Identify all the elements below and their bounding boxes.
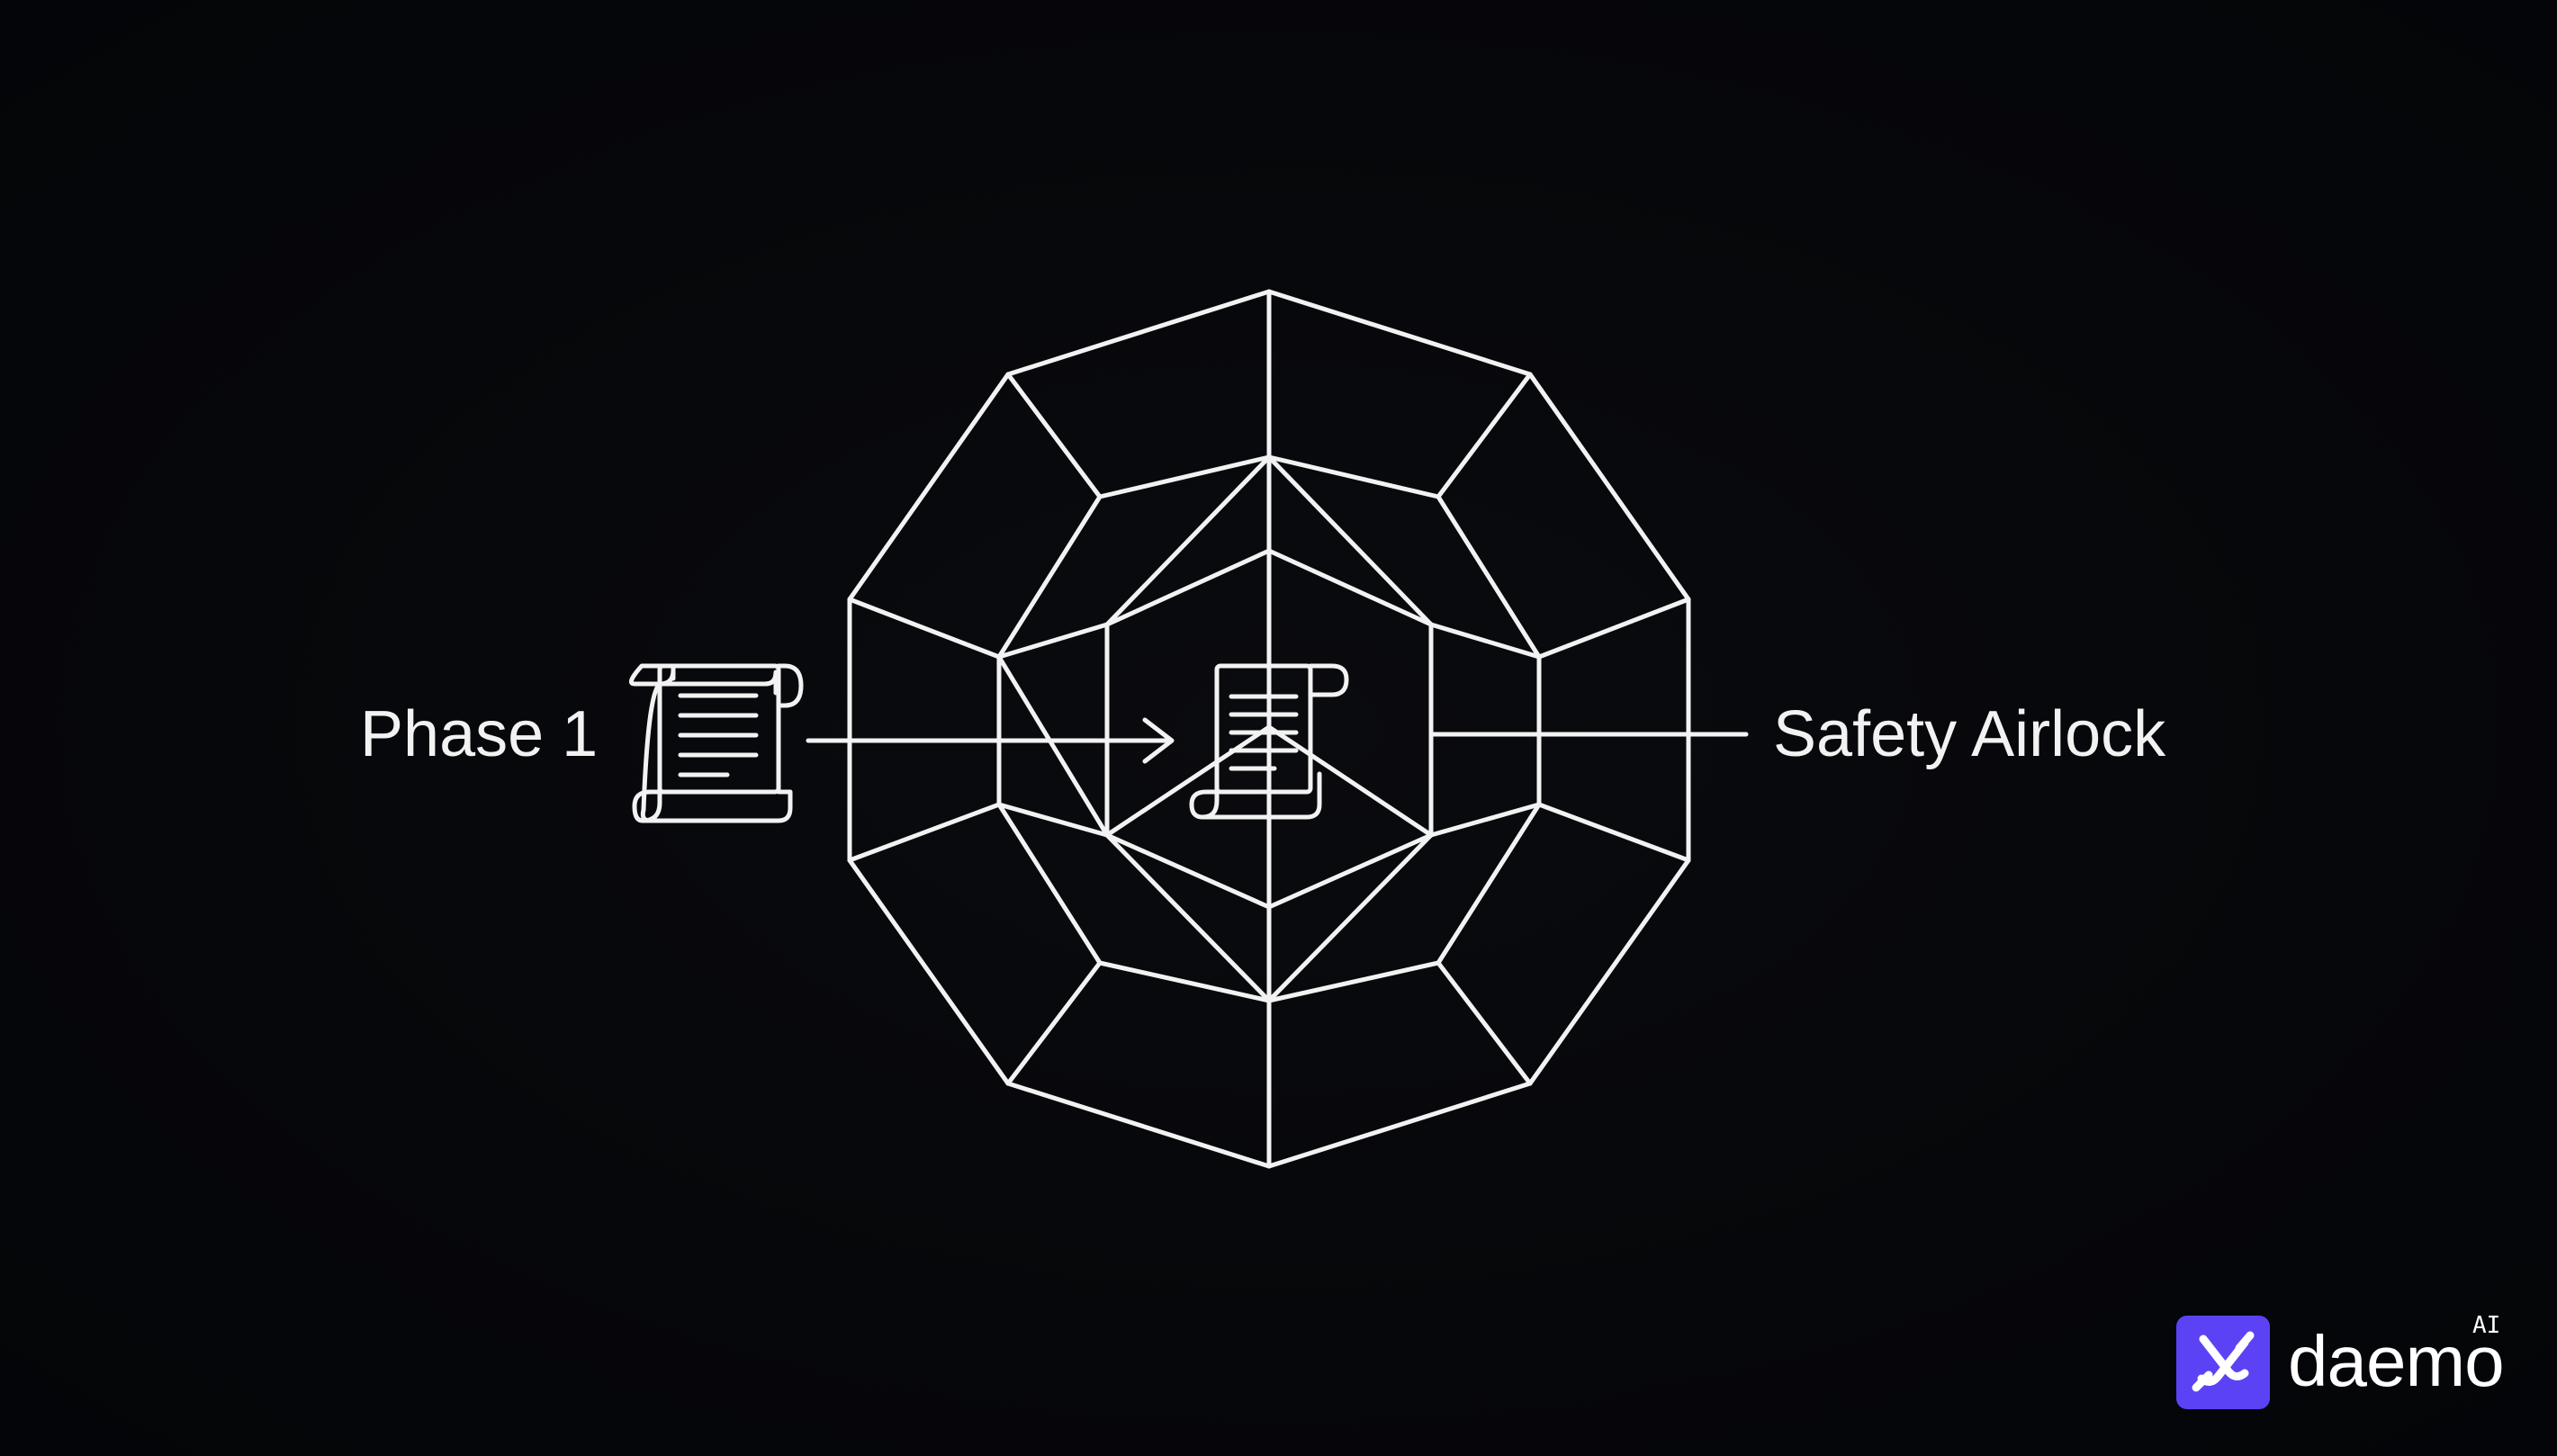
outer-decagon-edge [1527, 858, 1691, 1086]
facet-edge [1428, 802, 1542, 838]
spoke-edge [1536, 802, 1691, 863]
spoke-edge [1536, 597, 1691, 660]
outer-decagon-edge [1266, 289, 1533, 377]
spoke-edge [1436, 372, 1533, 499]
middle-decagon-edge [1097, 454, 1272, 499]
outer-decagon-edge [847, 372, 1011, 602]
middle-decagon-edge [1266, 960, 1441, 1003]
facet-edge [1266, 454, 1434, 627]
facet-edge [1104, 832, 1272, 1003]
outer-decagon-edge [1527, 372, 1691, 602]
spoke-edge [847, 802, 1002, 863]
cube-outline-edge [1266, 548, 1434, 627]
brand-logo: daemo AI [2176, 1312, 2536, 1409]
outer-decagon-edge [1005, 1081, 1272, 1169]
facet-edge [996, 622, 1110, 660]
outer-decagon-edge [1266, 1081, 1533, 1169]
middle-decagon-edge [1097, 960, 1272, 1003]
facet-edge [1266, 832, 1434, 1003]
cube-outline-edge [1104, 548, 1272, 627]
outer-decagon-edge [1005, 289, 1272, 377]
daemo-logo-icon [2176, 1316, 2270, 1409]
arrow-right-icon [806, 717, 1175, 764]
spoke-edge [1005, 372, 1103, 499]
facet-edge [996, 654, 1110, 838]
inner-scroll-icon [1189, 663, 1349, 820]
brand-name: daemo [2288, 1321, 2505, 1401]
cube-outline-edge [1104, 832, 1272, 910]
cube-inner-edge [1266, 724, 1434, 838]
middle-decagon-edge [1436, 802, 1542, 966]
facet-edge [1428, 622, 1542, 660]
middle-decagon-edge [1436, 494, 1542, 660]
middle-decagon-edge [1266, 454, 1441, 499]
left-scroll-icon [628, 663, 804, 823]
facet-edge [996, 802, 1110, 838]
outer-decagon-edge [847, 858, 1011, 1086]
phase-label: Phase 1 [360, 698, 598, 770]
middle-decagon-edge [996, 494, 1103, 660]
cube-outline-edge [1266, 832, 1434, 910]
spoke-edge [847, 597, 1002, 660]
spoke-edge [1436, 960, 1533, 1086]
brand-superscript: AI [2472, 1312, 2501, 1339]
facet-edge [1104, 454, 1272, 627]
safety-airlock-label: Safety Airlock [1773, 698, 2166, 770]
polyhedron-shape [847, 289, 1749, 1169]
middle-decagon-edge [996, 802, 1103, 966]
spoke-edge [1005, 960, 1103, 1086]
cube-inner-edge [1104, 724, 1272, 838]
